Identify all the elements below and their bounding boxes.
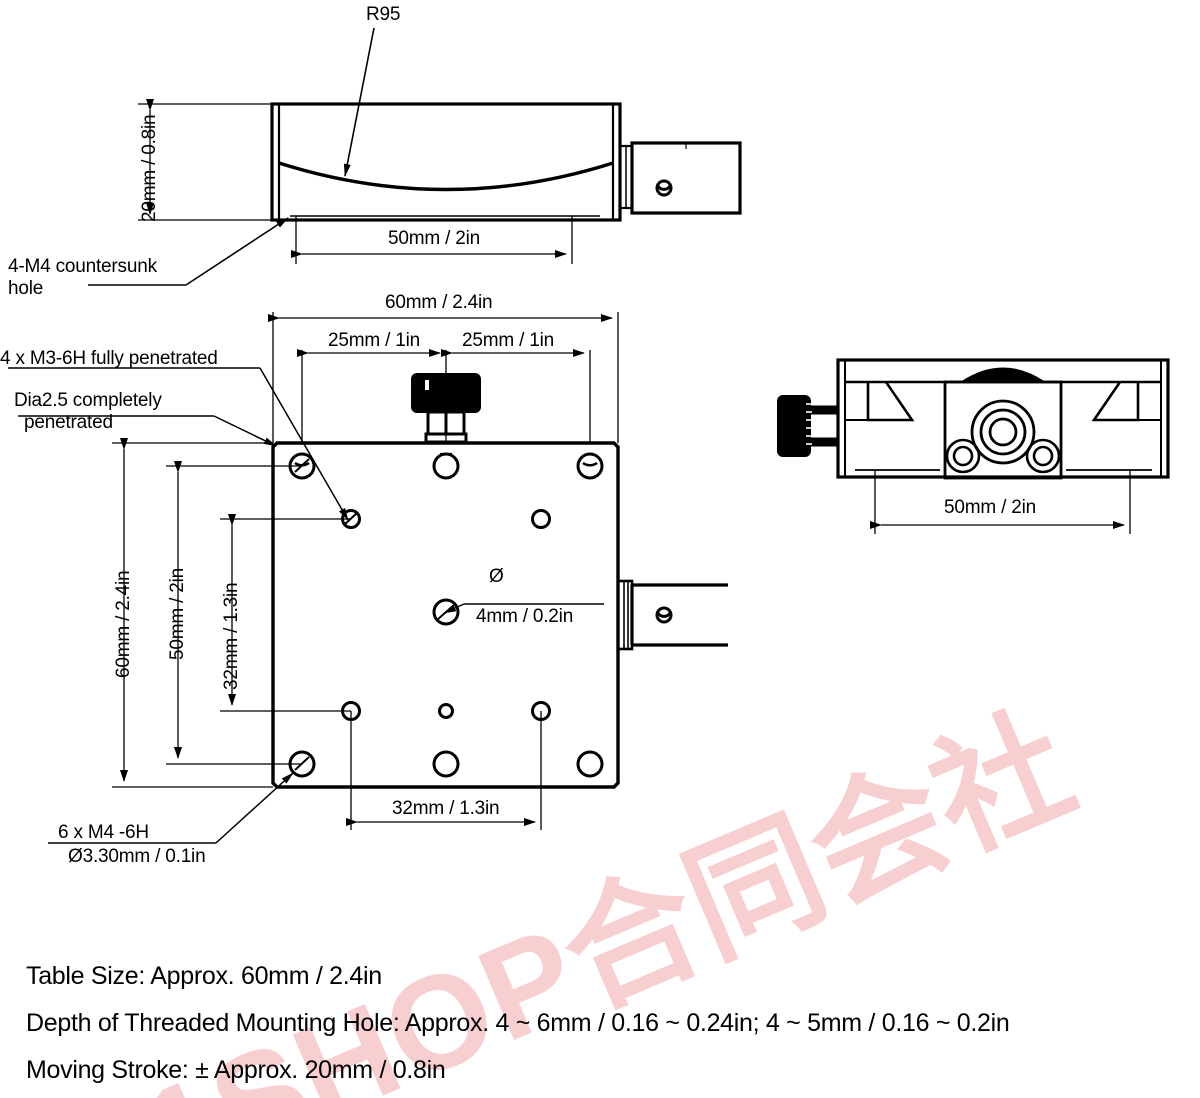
plan-overall-width-dimension [268,312,619,443]
m3-thread-note: 4 x M3-6H fully penetrated [0,348,218,369]
side-width-dimension [870,470,1131,534]
plan-view-motor-housing [616,579,728,651]
center-hole-dim-label: 4mm / 0.2in [476,606,574,627]
dia25-note-line1: Dia2.5 completely [14,390,162,411]
r95-leader [343,27,375,177]
spec-line-thread-depth: Depth of Threaded Mounting Hole: Approx.… [26,1009,1010,1037]
dia25-note-line2: penetrated [24,412,113,433]
spec-line-table-size: Table Size: Approx. 60mm / 2.4in [26,962,382,990]
spec-line-moving-stroke: Moving Stroke: ± Approx. 20mm / 0.8in [26,1056,446,1084]
plan-left-half-label: 25mm / 1in [328,330,420,351]
front-height-dim-label: 20mm / 0.8in [139,114,160,222]
plan-half-width-dimensions [297,349,591,443]
plan-bottom-pitch-label: 32mm / 1.3in [392,798,500,819]
plan-height-dimensions [112,438,351,788]
m4-note-line2: Ø3.30mm / 0.1in [68,846,206,867]
center-hole-symbol: Ø [489,566,504,587]
front-view-body [270,102,622,222]
center-hole-leader [443,603,604,614]
side-view-body [836,358,1170,480]
plan-height-32-label: 32mm / 1.3in [221,582,242,690]
front-height-dimension [138,99,278,221]
plan-right-half-label: 25mm / 1in [462,330,554,351]
plan-view-body [271,441,620,789]
r95-label: R95 [366,4,401,25]
plan-overall-width-label: 60mm / 2.4in [385,292,493,313]
side-width-dim-label: 50mm / 2in [944,497,1036,518]
plan-overall-height-label: 60mm / 2.4in [113,570,134,678]
front-view-motor-housing [618,141,742,215]
countersunk-note-line1: 4-M4 countersunk [8,256,157,277]
m4-note-line1: 6 x M4 -6H [58,822,149,843]
countersunk-leader [88,217,289,286]
plan-height-50-label: 50mm / 2in [167,568,188,660]
m3-thread-leader [8,367,349,521]
dia25-leader [18,415,277,447]
front-length-dimension [291,216,573,264]
countersunk-note-line2: hole [8,278,44,299]
m4-thread-leader [48,772,294,844]
front-length-dim-label: 50mm / 2in [388,228,480,249]
side-view-knob [777,395,839,457]
plan-bottom-pitch-dimension [346,711,542,830]
